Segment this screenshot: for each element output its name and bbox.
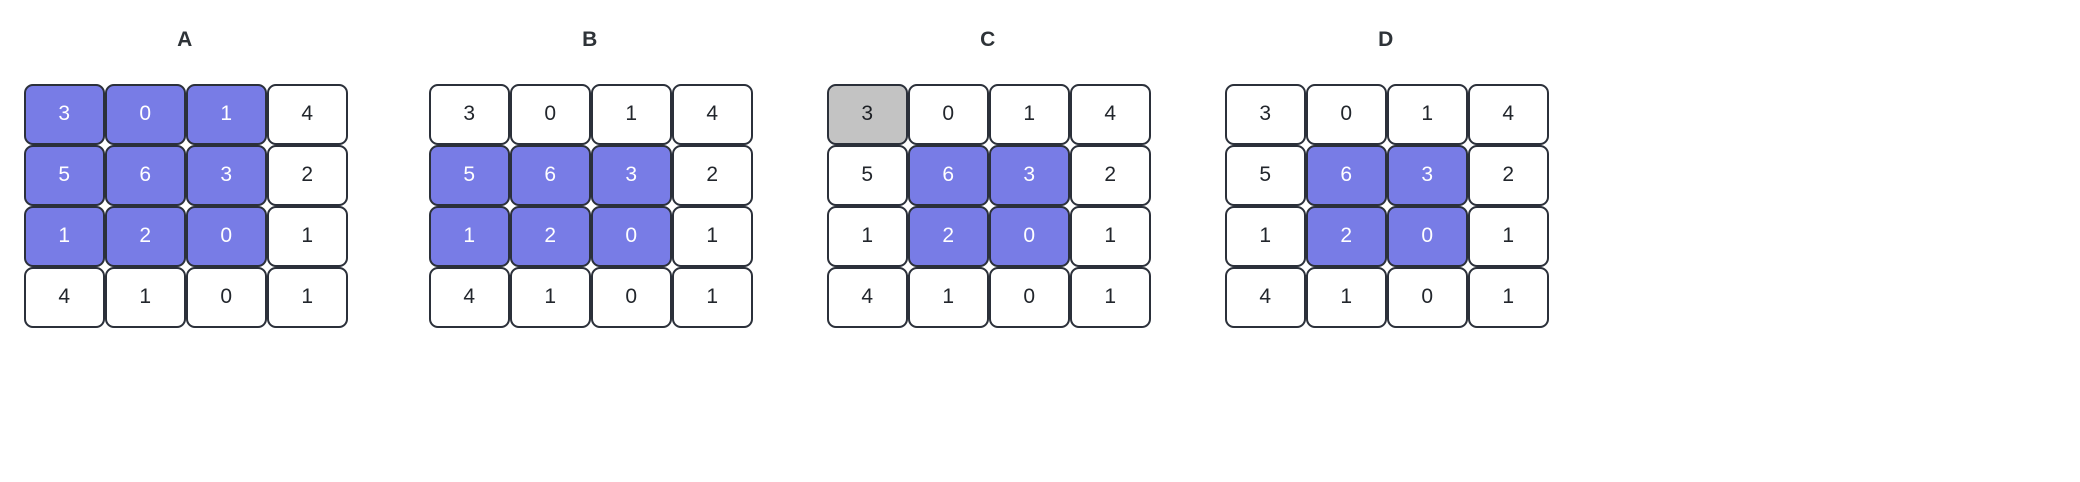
grid-cell[interactable]: 0 <box>1305 83 1387 145</box>
grid-cell[interactable]: 0 <box>988 266 1070 328</box>
grid-cell[interactable]: 1 <box>826 205 908 267</box>
grid-cell[interactable]: 1 <box>671 266 753 328</box>
grid-cell[interactable]: 4 <box>428 266 510 328</box>
grid-cell[interactable]: 1 <box>1305 266 1387 328</box>
grid-cell[interactable]: 5 <box>23 144 105 206</box>
grid-cell[interactable]: 2 <box>509 205 591 267</box>
grid-cell[interactable]: 2 <box>1069 144 1151 206</box>
grid-cell[interactable]: 1 <box>23 205 105 267</box>
panel-label-b: B <box>582 28 598 51</box>
grid-cell[interactable]: 4 <box>1069 83 1151 145</box>
grid-cell[interactable]: 6 <box>1305 144 1387 206</box>
grid-cell[interactable]: 5 <box>428 144 510 206</box>
grid-cell[interactable]: 1 <box>1069 266 1151 328</box>
grid-cell[interactable]: 1 <box>1069 205 1151 267</box>
panel-label-a: A <box>177 28 193 51</box>
grid-cell[interactable]: 3 <box>826 83 908 145</box>
grid-cell[interactable]: 0 <box>104 83 186 145</box>
grid-cell[interactable]: 1 <box>907 266 989 328</box>
grid-cell[interactable]: 0 <box>988 205 1070 267</box>
grid-cell[interactable]: 2 <box>671 144 753 206</box>
grid-cell[interactable]: 1 <box>988 83 1070 145</box>
grid-cell[interactable]: 6 <box>104 144 186 206</box>
panel-label-d: D <box>1378 28 1394 51</box>
grid-cell[interactable]: 1 <box>428 205 510 267</box>
grid-cell[interactable]: 0 <box>185 266 267 328</box>
grid-cell[interactable]: 3 <box>590 144 672 206</box>
grid-cell[interactable]: 1 <box>185 83 267 145</box>
grid-cell[interactable]: 5 <box>826 144 908 206</box>
grid-cell[interactable]: 6 <box>907 144 989 206</box>
grid-cell[interactable]: 4 <box>826 266 908 328</box>
grid-cell[interactable]: 1 <box>266 266 348 328</box>
grid-cell[interactable]: 4 <box>1467 83 1549 145</box>
grid-cell[interactable]: 1 <box>1467 205 1549 267</box>
grid-cell[interactable]: 1 <box>1224 205 1306 267</box>
grid-cell[interactable]: 0 <box>1386 205 1468 267</box>
grid-cell[interactable]: 1 <box>509 266 591 328</box>
grid-cell[interactable]: 2 <box>104 205 186 267</box>
grid-cell[interactable]: 1 <box>266 205 348 267</box>
grid-cell[interactable]: 1 <box>590 83 672 145</box>
grid-cell[interactable]: 2 <box>1305 205 1387 267</box>
grid-cell[interactable]: 0 <box>590 205 672 267</box>
grid-cell[interactable]: 4 <box>23 266 105 328</box>
grid-cell[interactable]: 3 <box>1386 144 1468 206</box>
grid-cell[interactable]: 2 <box>907 205 989 267</box>
grid-cell[interactable]: 2 <box>266 144 348 206</box>
grid-cell[interactable]: 1 <box>1386 83 1468 145</box>
grid-cell[interactable]: 1 <box>1467 266 1549 328</box>
grid-cell[interactable]: 1 <box>104 266 186 328</box>
grid-cell[interactable]: 3 <box>185 144 267 206</box>
grid-cell[interactable]: 3 <box>428 83 510 145</box>
grid-cell[interactable]: 4 <box>1224 266 1306 328</box>
grid-cell[interactable]: 0 <box>590 266 672 328</box>
grid-cell[interactable]: 1 <box>671 205 753 267</box>
grid-cell[interactable]: 6 <box>509 144 591 206</box>
grid-cell[interactable]: 3 <box>988 144 1070 206</box>
grid-cell[interactable]: 4 <box>266 83 348 145</box>
grid-cell[interactable]: 5 <box>1224 144 1306 206</box>
grid-cell[interactable]: 3 <box>1224 83 1306 145</box>
grid-cell[interactable]: 0 <box>907 83 989 145</box>
grid-cell[interactable]: 0 <box>1386 266 1468 328</box>
panel-label-c: C <box>980 28 996 51</box>
grid-cell[interactable]: 2 <box>1467 144 1549 206</box>
grid-cell[interactable]: 3 <box>23 83 105 145</box>
grid-cell[interactable]: 4 <box>671 83 753 145</box>
grid-cell[interactable]: 0 <box>509 83 591 145</box>
grid-cell[interactable]: 0 <box>185 205 267 267</box>
